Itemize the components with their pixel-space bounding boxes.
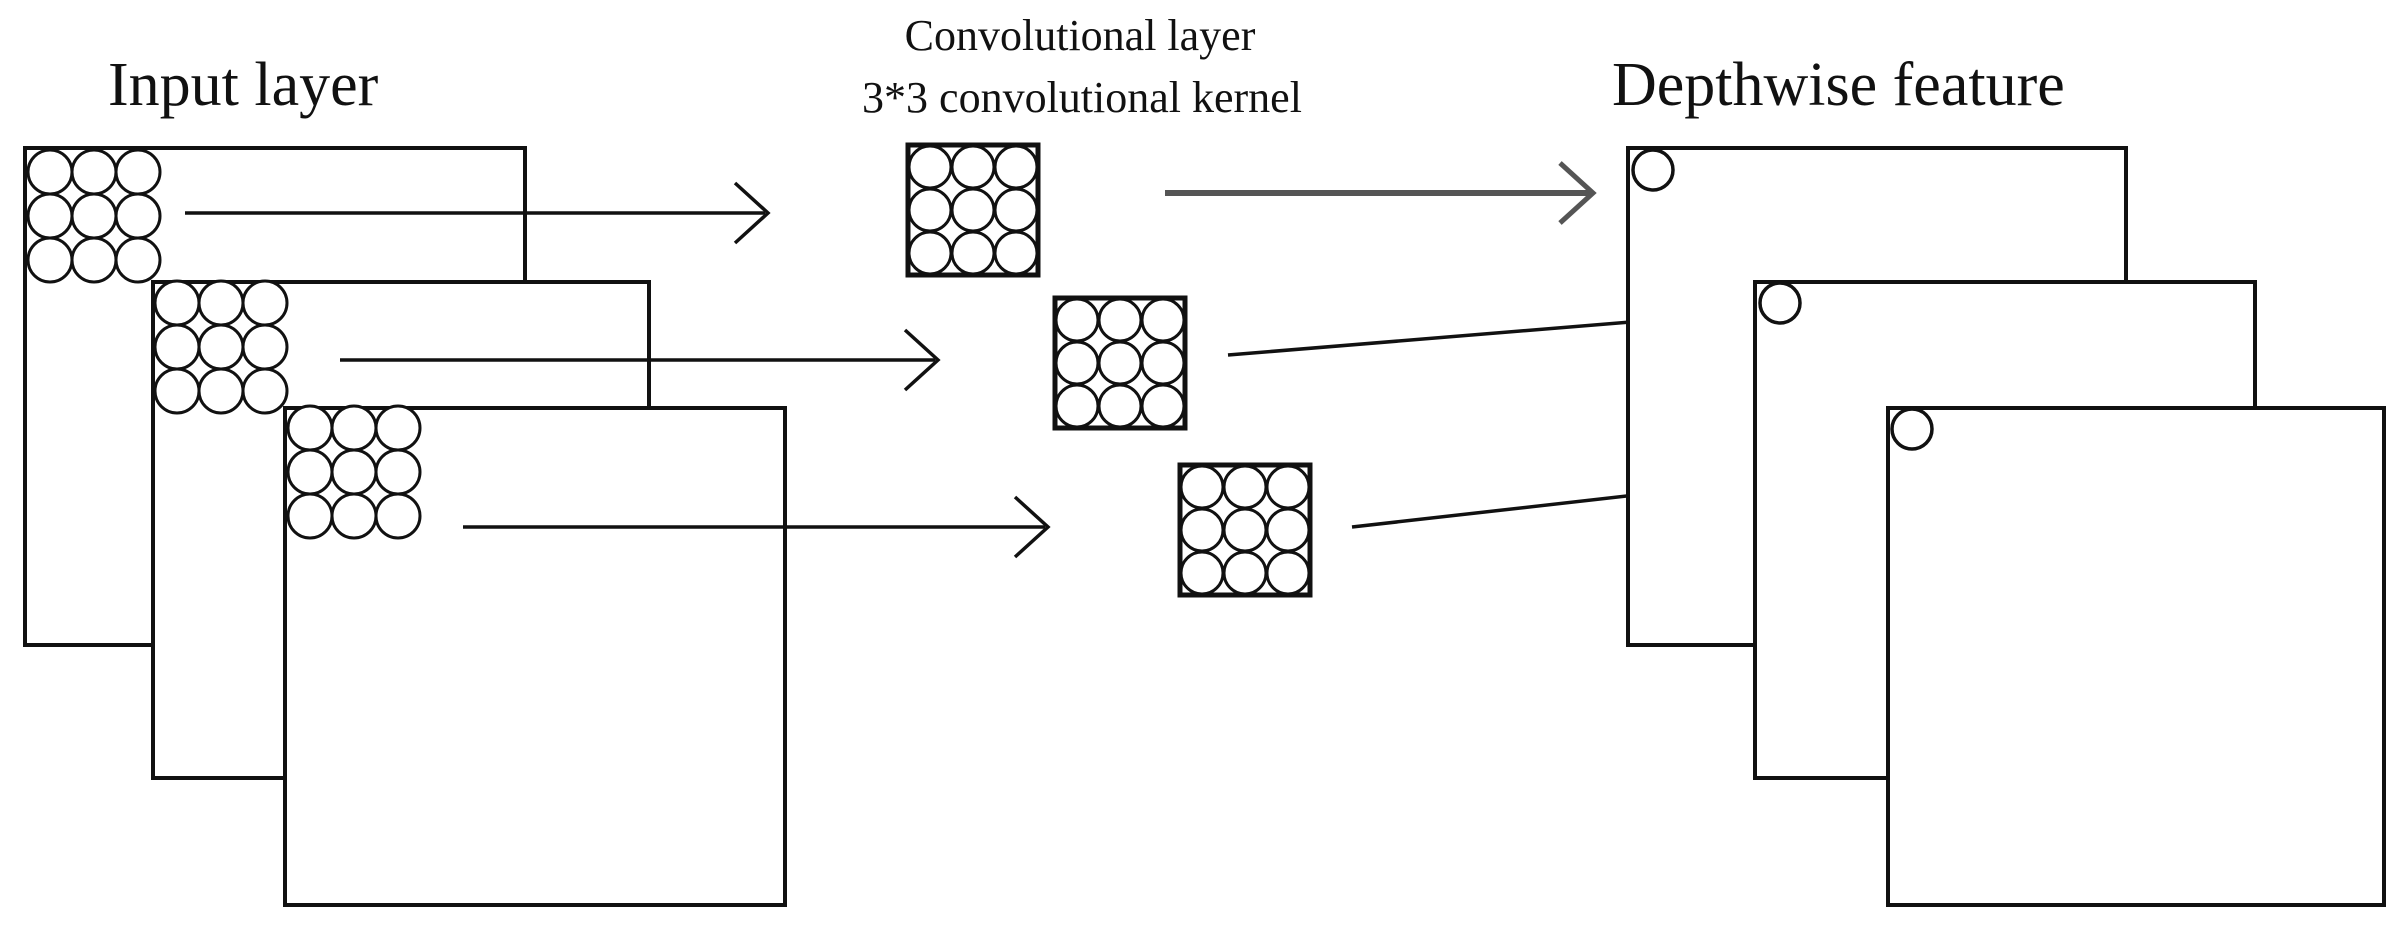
kernel-1-cell-r3c3 — [993, 230, 1039, 276]
kernel-3-cell-r3c1 — [1179, 550, 1225, 596]
kernel-1-cell-r1c2 — [950, 144, 996, 190]
input-2-cell-r2c3 — [241, 323, 289, 371]
arrow-input-1-to-kernel-1 — [185, 181, 771, 245]
output-2-value-cell — [1758, 281, 1802, 325]
kernel-1-cell-r3c2 — [950, 230, 996, 276]
output-channel-3 — [1886, 406, 2386, 907]
kernel-2-cell-r3c3 — [1140, 383, 1186, 429]
input-1-cell-r1c2 — [70, 148, 118, 196]
kernel-1-cell-r1c1 — [907, 144, 953, 190]
input-2-cell-r3c3 — [241, 367, 289, 415]
input-1-cell-r3c3 — [114, 236, 162, 284]
input-2-cell-r3c2 — [197, 367, 245, 415]
kernel-3-cell-r3c3 — [1265, 550, 1311, 596]
input-1-cell-r1c1 — [26, 148, 74, 196]
input-channel-1-window — [26, 148, 162, 284]
input-2-cell-r1c3 — [241, 279, 289, 327]
arrow-input-2-to-kernel-2 — [340, 328, 941, 392]
kernel-3-cell-r1c2 — [1222, 464, 1268, 510]
kernel-2-cell-r2c1 — [1054, 340, 1100, 386]
input-2-cell-r2c1 — [153, 323, 201, 371]
input-channel-3-frame — [283, 406, 787, 907]
input-3-cell-r1c3 — [374, 404, 422, 452]
kernel-3-cell-r3c2 — [1222, 550, 1268, 596]
input-2-cell-r1c2 — [197, 279, 245, 327]
kernel-3-cell-r2c3 — [1265, 507, 1311, 553]
input-3-cell-r3c2 — [330, 492, 378, 540]
input-3-cell-r3c3 — [374, 492, 422, 540]
kernel-2-cell-r2c2 — [1097, 340, 1143, 386]
kernel-1-cell-r2c1 — [907, 187, 953, 233]
input-3-cell-r1c1 — [286, 404, 334, 452]
input-1-cell-r3c2 — [70, 236, 118, 284]
kernel-1 — [905, 142, 1041, 278]
kernel-2-cell-r1c3 — [1140, 297, 1186, 343]
input-3-cell-r2c3 — [374, 448, 422, 496]
kernel-1-cell-r3c1 — [907, 230, 953, 276]
depthwise-feature-label: Depthwise feature — [1612, 51, 2065, 119]
output-channel-3-frame — [1886, 406, 2386, 907]
input-2-cell-r2c2 — [197, 323, 245, 371]
kernel-3 — [1177, 462, 1313, 598]
input-1-cell-r1c3 — [114, 148, 162, 196]
kernel-2-cell-r1c1 — [1054, 297, 1100, 343]
output-3-value-cell — [1890, 407, 1934, 451]
input-3-cell-r3c1 — [286, 492, 334, 540]
input-1-cell-r2c3 — [114, 192, 162, 240]
kernel-3-cell-r1c3 — [1265, 464, 1311, 510]
input-channel-3 — [283, 404, 787, 907]
kernel-3-cell-r2c1 — [1179, 507, 1225, 553]
kernel-2-cell-r2c3 — [1140, 340, 1186, 386]
kernel-1-cell-r2c3 — [993, 187, 1039, 233]
input-3-cell-r2c2 — [330, 448, 378, 496]
input-3-cell-r2c1 — [286, 448, 334, 496]
kernel-2-cell-r1c2 — [1097, 297, 1143, 343]
kernel-size-label: 3*3 convolutional kernel — [862, 73, 1302, 122]
kernel-3-cell-r2c2 — [1222, 507, 1268, 553]
input-channel-2-window — [153, 279, 289, 415]
input-1-cell-r2c2 — [70, 192, 118, 240]
arrow-input-3-to-kernel-3 — [463, 495, 1051, 559]
kernel-2-weights — [1054, 297, 1186, 429]
input-2-cell-r1c1 — [153, 279, 201, 327]
kernel-2 — [1052, 295, 1188, 431]
arrow-kernel-1-to-output-1 — [1165, 161, 1597, 225]
kernel-2-cell-r3c1 — [1054, 383, 1100, 429]
input-1-cell-r2c1 — [26, 192, 74, 240]
input-3-cell-r1c2 — [330, 404, 378, 452]
conv-layer-label: Convolutional layer — [905, 11, 1256, 60]
kernel-1-cell-r2c2 — [950, 187, 996, 233]
kernel-3-weights — [1179, 464, 1311, 596]
kernel-3-cell-r1c1 — [1179, 464, 1225, 510]
kernel-1-weights — [907, 144, 1039, 276]
kernel-1-cell-r1c3 — [993, 144, 1039, 190]
output-1-value-cell — [1631, 148, 1675, 192]
kernel-2-cell-r3c2 — [1097, 383, 1143, 429]
input-1-cell-r3c1 — [26, 236, 74, 284]
input-2-cell-r3c1 — [153, 367, 201, 415]
input-channel-3-window — [286, 404, 422, 540]
input-layer-label: Input layer — [108, 51, 379, 119]
